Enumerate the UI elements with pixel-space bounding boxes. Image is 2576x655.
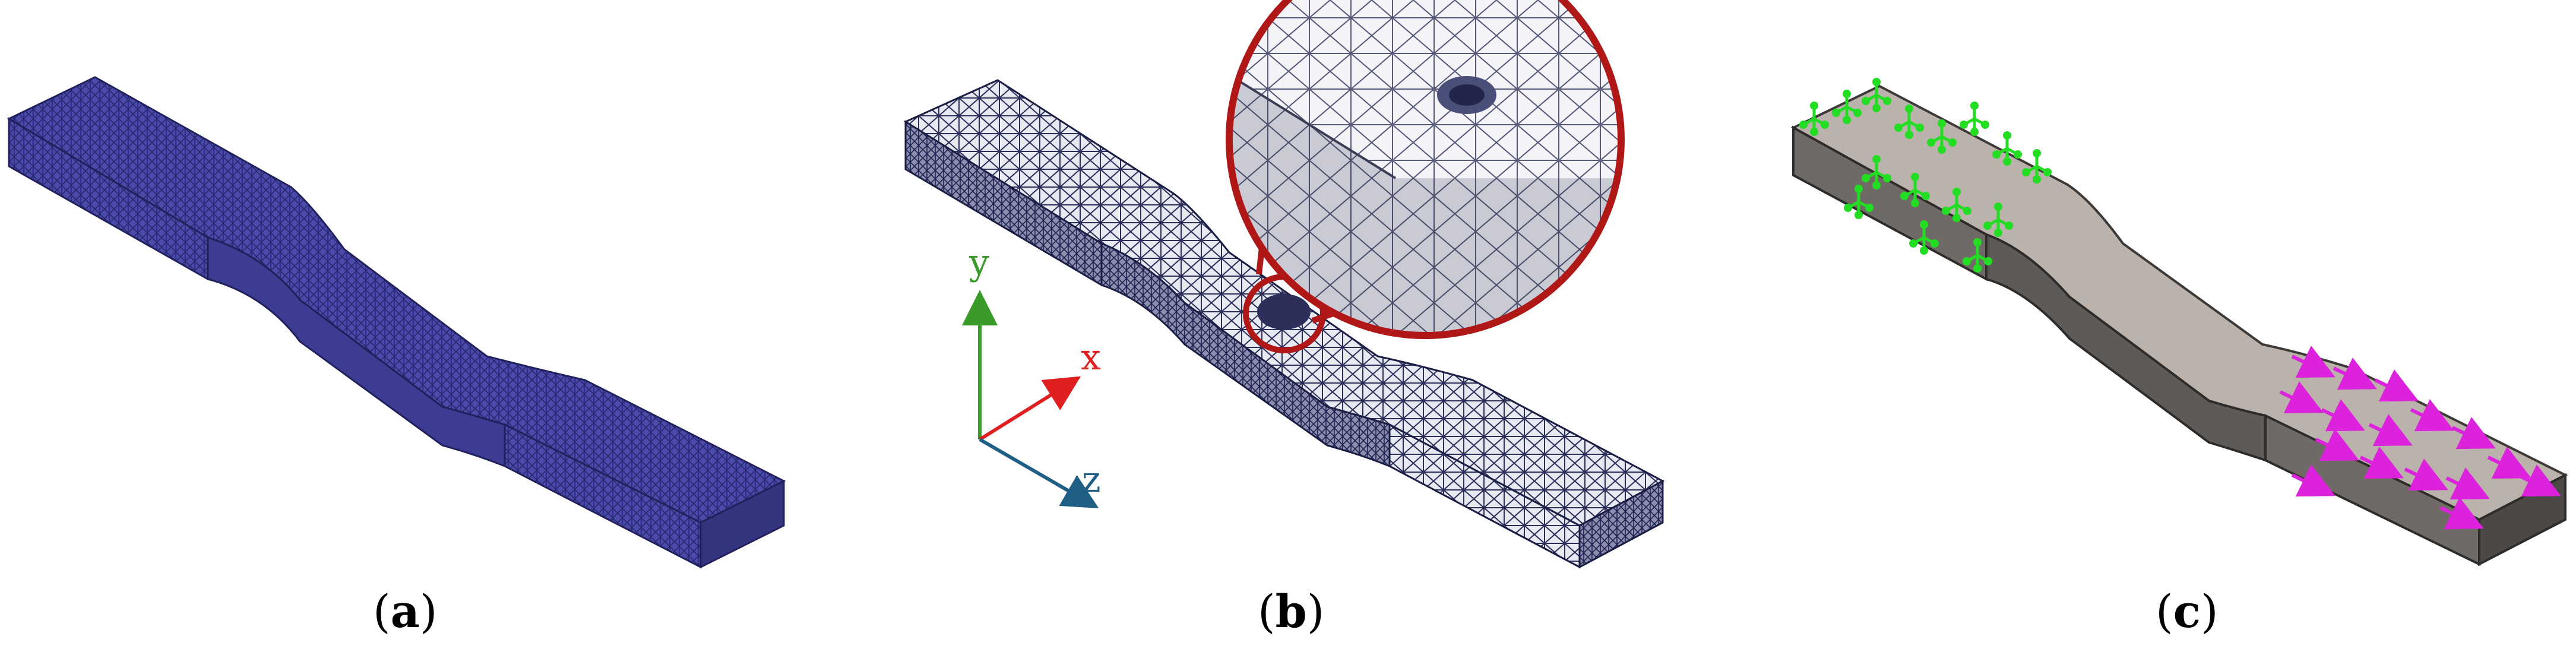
caption-b-letter: b [1275, 585, 1307, 638]
y-axis-label: y [969, 242, 989, 283]
zoom-ring [1226, 0, 1625, 339]
fixture-glyph [2022, 149, 2052, 183]
specimen-c-top [1790, 84, 2568, 521]
fixture-glyph [1927, 119, 1957, 154]
fixture-glyph [1983, 202, 2013, 237]
z-axis-arrow [979, 438, 1099, 509]
fixed-supports [1799, 78, 2052, 273]
specimen-a-top [7, 76, 786, 524]
load-arrow [2279, 381, 2324, 414]
caption-b: (b) [1258, 585, 1325, 638]
load-arrow [2315, 429, 2359, 461]
load-arrow [2374, 369, 2419, 402]
caption-c-letter: c [2173, 585, 2201, 638]
zoom-callout [1226, 0, 1625, 353]
load-arrow [2517, 464, 2561, 497]
load-arrow [2487, 447, 2531, 479]
fixture-glyph [1909, 220, 1939, 255]
fixture-glyph [1900, 173, 1930, 207]
fixture-glyph [1799, 102, 1829, 136]
load-arrow [2439, 497, 2484, 530]
load-arrow [2445, 467, 2490, 500]
load-arrow [2368, 414, 2413, 447]
load-arrow [2410, 399, 2454, 432]
load-arrow [2333, 357, 2377, 390]
specimen-a-end [700, 479, 785, 569]
load-arrow [2291, 346, 2336, 378]
fixture-glyph [1862, 155, 1891, 189]
caption-a: (a) [373, 585, 438, 638]
caption-c: (c) [2156, 585, 2219, 638]
hole-refinement [1257, 294, 1311, 330]
applied-loads [2279, 346, 2561, 530]
fixture-glyph [1963, 238, 1992, 273]
fixture-glyph [1832, 90, 1862, 124]
fixture-glyph [1844, 185, 1874, 219]
load-arrow [2291, 464, 2336, 497]
specimen-b [903, 79, 1665, 569]
fixture-glyph [1992, 131, 2022, 166]
x-axis-arrow [979, 376, 1081, 441]
load-arrow [2359, 447, 2404, 479]
load-arrow [2451, 417, 2496, 450]
fixture-glyph [1942, 188, 1971, 222]
load-arrow [2321, 399, 2365, 432]
load-arrow [2404, 458, 2448, 491]
specimen-c [1790, 84, 2568, 567]
specimen-a [7, 76, 786, 569]
z-axis-label: z [1082, 459, 1101, 501]
coordinate-axes: y x z [962, 242, 1101, 509]
x-axis-label: x [1081, 337, 1101, 378]
fixture-glyph [1894, 105, 1924, 139]
fixture-glyph [1960, 102, 1989, 136]
caption-a-letter: a [390, 585, 420, 638]
specimen-b-end [1578, 479, 1664, 569]
fixture-glyph [1862, 78, 1891, 112]
